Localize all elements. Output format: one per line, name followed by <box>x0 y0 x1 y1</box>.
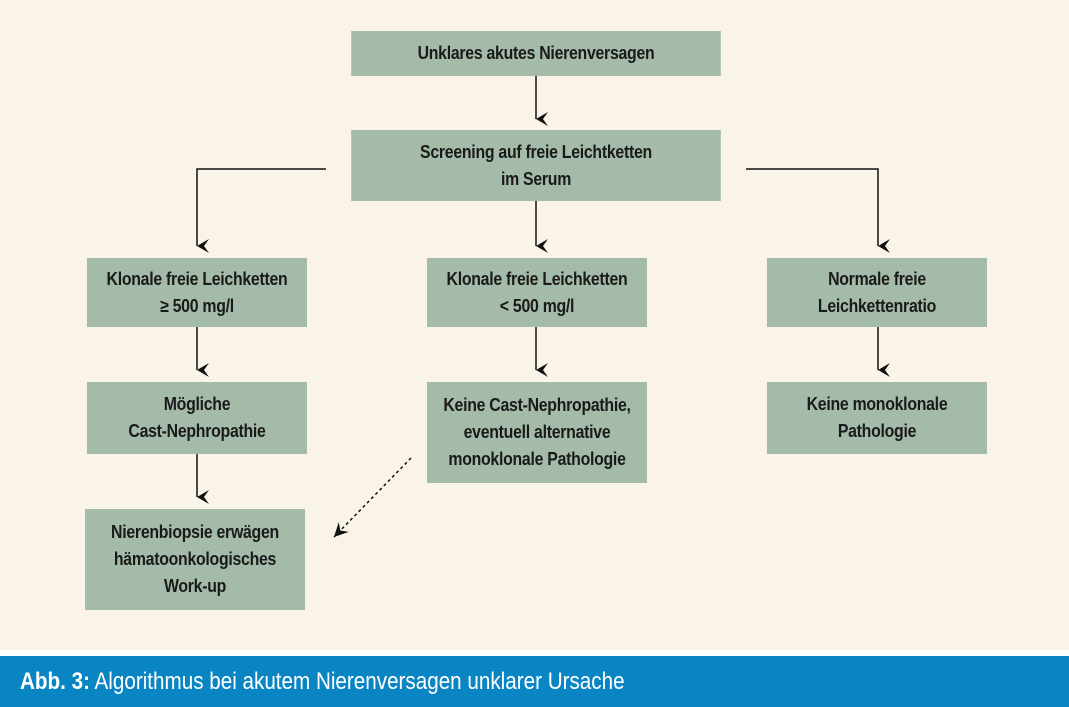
figure-caption-text: Algorithmus bei akutem Nierenversagen un… <box>94 668 625 695</box>
node-start: Unklares akutes Nierenversagen <box>351 31 721 76</box>
node-high-line-2: ≥ 500 mg/l <box>160 295 234 316</box>
flow-connectors <box>196 76 890 538</box>
node-biopsy-line-1: Nierenbiopsie erwägen <box>111 522 279 542</box>
figure-caption-bar: Abb. 3: Algorithmus bei akutem Nierenver… <box>0 656 1069 707</box>
arrow-screening-high <box>196 168 326 253</box>
arrow-nocast-biopsy-dashed <box>333 457 412 538</box>
node-cast-nephropathy: Mögliche Cast-Nephropathie <box>87 382 307 454</box>
node-low-lightchains: Klonale freie Leichketten < 500 mg/l <box>427 258 647 327</box>
node-high-line-1: Klonale freie Leichketten <box>106 268 288 289</box>
node-nocast-line-2: eventuell alternative <box>463 422 611 442</box>
node-normal-line-2: Leichkettenratio <box>817 295 937 316</box>
node-screening-line-1: Screening auf freie Leichtketten <box>420 141 652 162</box>
node-nomono-line-2: Pathologie <box>837 421 917 441</box>
node-cast-line-2: Cast-Nephropathie <box>128 421 266 441</box>
node-low-line-1: Klonale freie Leichketten <box>446 268 628 289</box>
node-no-cast-nephropathy: Keine Cast-Nephropathie, eventuell alter… <box>427 382 647 483</box>
node-low-line-2: < 500 mg/l <box>499 295 575 316</box>
node-cast-line-1: Mögliche <box>163 394 231 414</box>
node-normal-line-1: Normale freie <box>828 268 926 289</box>
figure-caption-label: Abb. 3: <box>20 668 90 695</box>
node-biopsy-line-3: Work-up <box>163 576 227 596</box>
arrow-screening-normal <box>746 168 890 253</box>
figure-caption: Abb. 3: Algorithmus bei akutem Nierenver… <box>20 656 625 707</box>
node-normal-ratio: Normale freie Leichkettenratio <box>767 258 987 327</box>
node-start-line-1: Unklares akutes Nierenversagen <box>417 43 655 63</box>
node-nocast-line-1: Keine Cast-Nephropathie, <box>443 395 631 415</box>
node-biopsy: Nierenbiopsie erwägen hämatoonkologische… <box>85 509 305 610</box>
node-screening: Screening auf freie Leichtketten im Seru… <box>351 130 721 201</box>
node-nocast-line-3: monoklonale Pathologie <box>448 449 626 469</box>
node-no-monoclonal: Keine monoklonale Pathologie <box>767 382 987 454</box>
node-nomono-line-1: Keine monoklonale <box>806 394 948 414</box>
node-biopsy-line-2: hämatoonkologisches <box>113 549 277 569</box>
node-high-lightchains: Klonale freie Leichketten ≥ 500 mg/l <box>87 258 307 327</box>
node-screening-line-2: im Serum <box>500 168 572 189</box>
